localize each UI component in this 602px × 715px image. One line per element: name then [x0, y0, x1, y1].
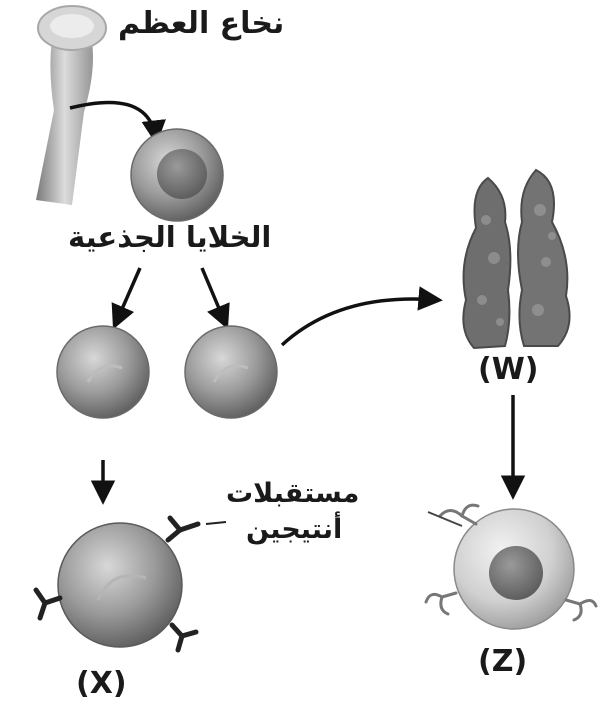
label-stem-cells: الخلايا الجذعية	[68, 220, 271, 254]
receptor-x-top	[168, 518, 198, 540]
cell-right	[185, 326, 277, 418]
label-bone-marrow: نخاع العظم	[118, 6, 284, 41]
label-antigen-receptors-2: أنتيجين	[246, 514, 342, 545]
label-antigen-receptors-1: مستقبلات	[226, 478, 359, 509]
bone-illustration	[36, 6, 106, 205]
thymus-illustration	[463, 170, 569, 348]
arrow-stem-to-left	[115, 268, 140, 325]
cell-left	[57, 326, 149, 418]
receptor-x-right	[172, 625, 196, 650]
cell-z	[454, 509, 574, 629]
stem-cell	[131, 129, 223, 221]
label-w: (W)	[478, 352, 539, 387]
receptor-z-left	[426, 593, 456, 614]
pointer-line-z	[428, 512, 462, 526]
receptor-z-top	[440, 505, 478, 524]
pointer-line	[206, 522, 226, 524]
arrow-cell-to-thymus	[282, 299, 438, 345]
receptor-z-right	[566, 600, 596, 620]
receptor-x-left	[36, 590, 60, 618]
label-z: (Z)	[478, 644, 527, 679]
arrow-stem-to-right	[202, 268, 226, 325]
label-x: (X)	[76, 666, 127, 701]
cell-x	[58, 523, 182, 647]
